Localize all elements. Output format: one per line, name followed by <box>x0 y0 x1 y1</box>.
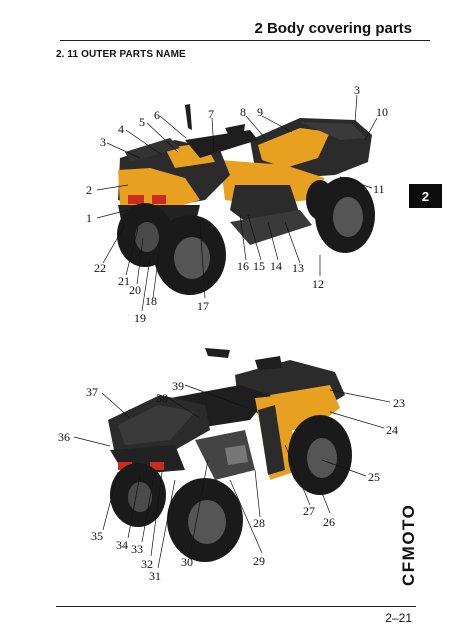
callout-label: 20 <box>129 283 141 297</box>
callout-label: 11 <box>373 182 385 196</box>
callout-label: 27 <box>303 504 315 518</box>
callout-label: 35 <box>91 529 103 543</box>
callout-label: 2 <box>86 183 92 197</box>
callout-label: 23 <box>393 396 405 410</box>
callout-label: 14 <box>270 259 282 273</box>
callout-label: 37 <box>86 385 98 399</box>
section-title: 2. 11 OUTER PARTS NAME <box>56 49 186 60</box>
callout-label: 6 <box>154 108 160 122</box>
callout-label: 26 <box>323 515 335 529</box>
callout-label: 18 <box>145 294 157 308</box>
callout-label: 39 <box>172 379 184 393</box>
callout-label: 19 <box>134 311 146 325</box>
callout-label: 4 <box>118 122 124 136</box>
callout-label: 36 <box>58 430 70 444</box>
callout-label: 3 <box>100 135 106 149</box>
bottom-callout-leaders <box>73 384 391 569</box>
chapter-title: 2 Body covering parts <box>254 20 412 37</box>
top-callout-labels: 1 2 3 4 5 6 7 8 9 3 10 11 12 13 14 15 16… <box>86 83 388 325</box>
chapter-tab: 2 <box>409 184 442 208</box>
top-callout-leaders <box>96 94 378 312</box>
cfmoto-logo: CFMOTO <box>399 503 418 586</box>
callout-label: 7 <box>208 107 214 121</box>
callout-label: 30 <box>181 555 193 569</box>
callout-label: 9 <box>257 105 263 119</box>
callout-label: 10 <box>376 105 388 119</box>
callout-label: 5 <box>139 115 145 129</box>
callout-label: 21 <box>118 274 130 288</box>
callout-label: 1 <box>86 211 92 225</box>
callout-label: 15 <box>253 259 265 273</box>
callout-label: 34 <box>116 538 128 552</box>
callout-label: 33 <box>131 542 143 556</box>
callout-label: 32 <box>141 557 153 571</box>
atv-front-illustration <box>117 104 375 295</box>
callout-label: 38 <box>156 391 168 405</box>
atv-rear-illustration <box>108 348 352 562</box>
bottom-callout-labels: 23 24 25 26 27 28 29 30 31 32 33 34 35 3… <box>58 379 405 583</box>
page-number: 2–21 <box>385 611 412 625</box>
callout-label: 25 <box>368 470 380 484</box>
callout-label: 13 <box>292 261 304 275</box>
callout-label: 24 <box>386 423 398 437</box>
callout-label: 17 <box>197 299 209 313</box>
callout-label: 31 <box>149 569 161 583</box>
callout-label: 28 <box>253 516 265 530</box>
callout-label: 16 <box>237 259 249 273</box>
footer-rule <box>56 606 416 607</box>
callout-label: 12 <box>312 277 324 291</box>
callout-label: 3 <box>354 83 360 97</box>
callout-label: 29 <box>253 554 265 568</box>
callout-label: 22 <box>94 261 106 275</box>
callout-label: 8 <box>240 105 246 119</box>
header-rule <box>60 40 430 41</box>
